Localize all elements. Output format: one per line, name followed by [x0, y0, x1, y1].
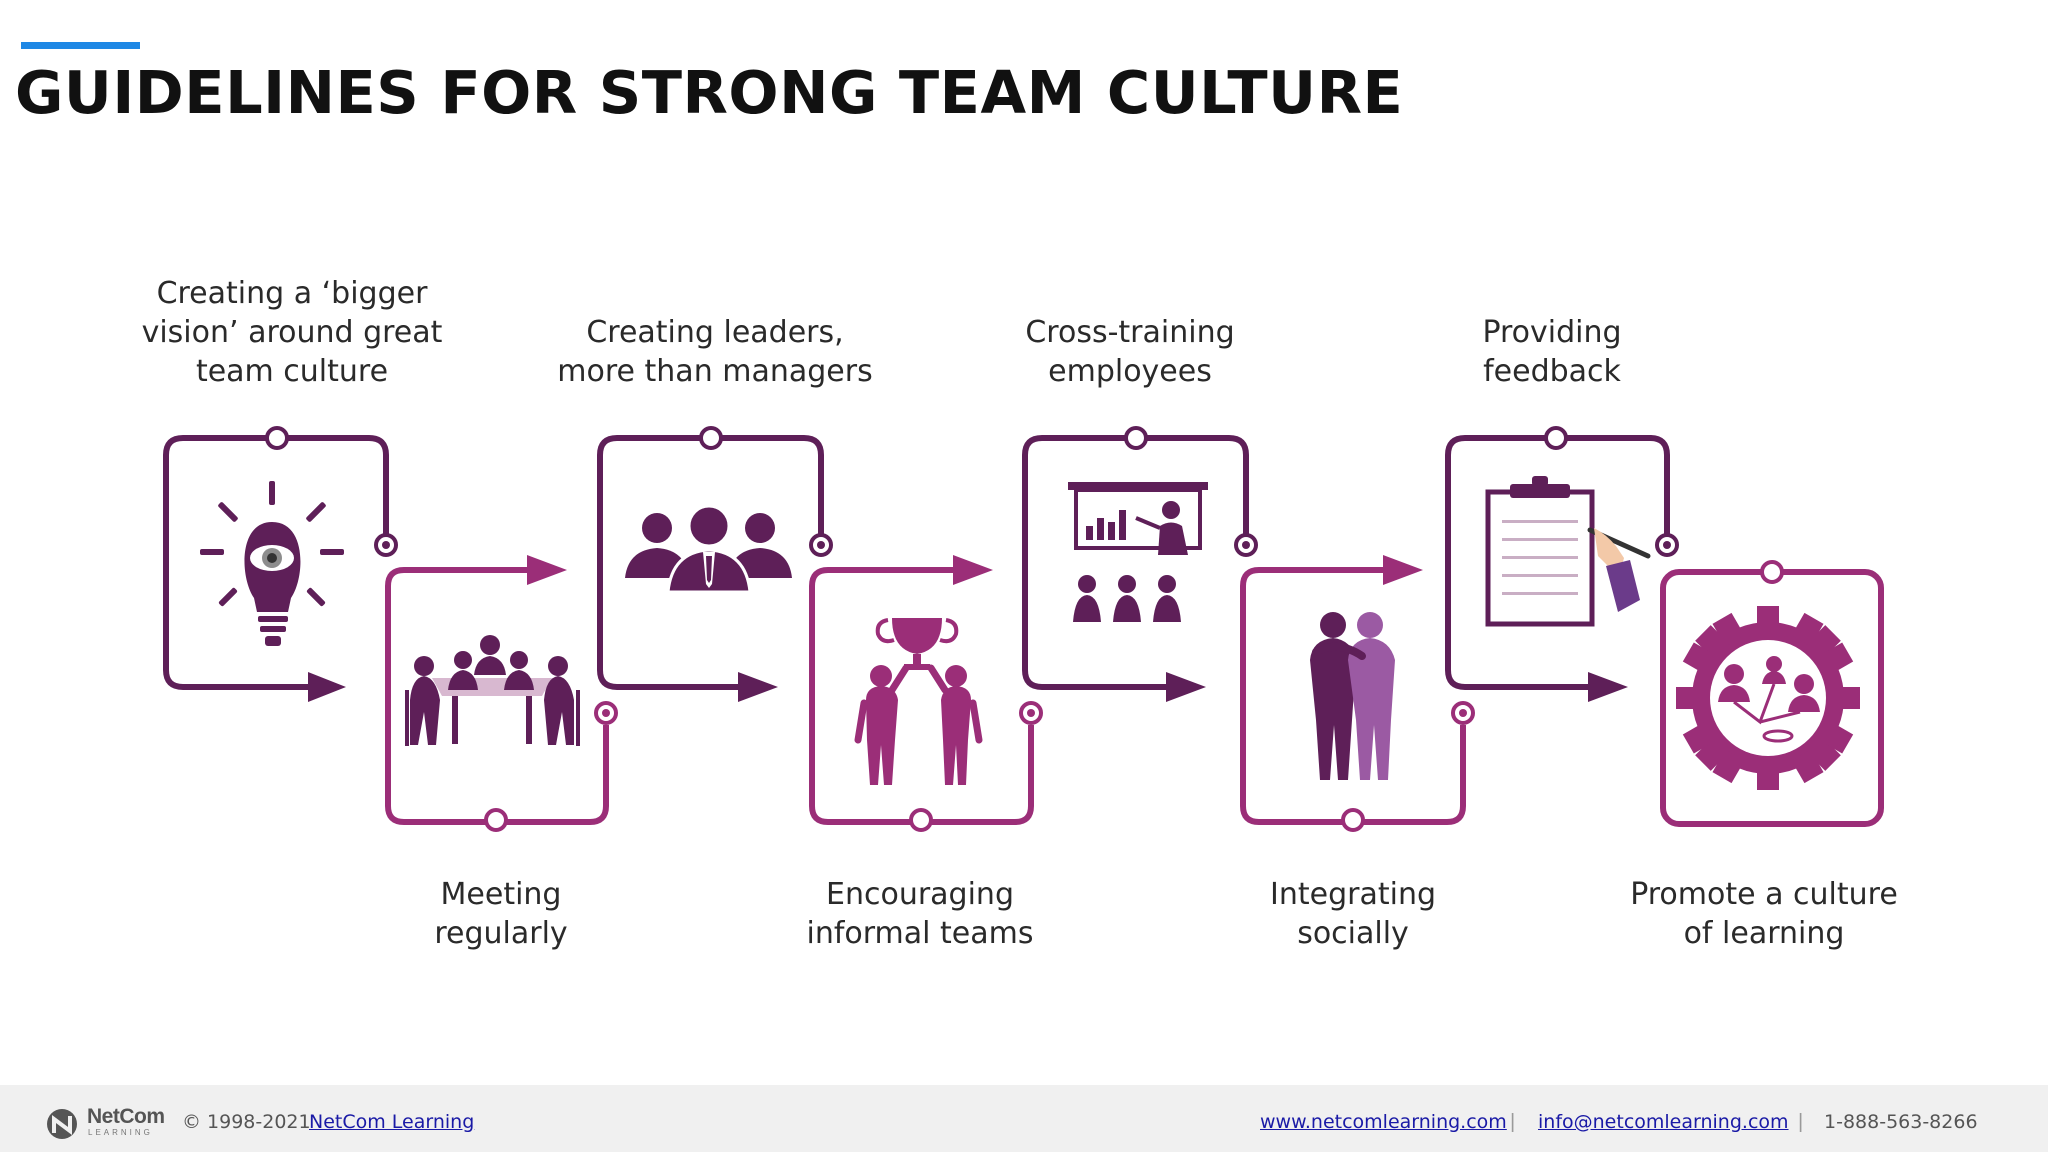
website-link[interactable]: www.netcomlearning.com — [1260, 1111, 1507, 1133]
step-3-node-top — [699, 426, 723, 450]
step-3-arrow — [738, 672, 778, 702]
step-5-label-line-2: employees — [1048, 354, 1212, 389]
friends-embrace-icon — [1310, 612, 1395, 780]
step-1-node-dot — [382, 541, 390, 549]
step-5-label: Cross-training employees — [960, 313, 1300, 391]
step-1-label-line-3: team culture — [195, 354, 389, 389]
logo-name: NetCom — [87, 1105, 165, 1128]
step-4-label-line-2: informal teams — [806, 916, 1034, 951]
step-6-label-line-2: socially — [1297, 916, 1409, 951]
footer-bar: NetCom LEARNING © 1998-2021 NetCom Learn… — [0, 1085, 2048, 1152]
step-7-node-top — [1544, 426, 1568, 450]
company-link[interactable]: NetCom Learning — [309, 1111, 475, 1133]
step-4-arrow — [953, 555, 993, 585]
meeting-table-icon — [405, 635, 580, 746]
step-1-label-line-1: Creating a ‘bigger — [156, 276, 428, 311]
step-2-label-line-2: regularly — [434, 916, 568, 951]
step-7-label: Providing feedback — [1382, 313, 1722, 391]
step-2-label: Meeting regularly — [331, 875, 671, 953]
step-2-label-line-1: Meeting — [440, 877, 562, 912]
step-5-node-dot — [1242, 541, 1250, 549]
step-4-label-line-1: Encouraging — [826, 877, 1014, 912]
netcom-logo-icon — [47, 1109, 77, 1139]
netcom-logo: NetCom LEARNING — [45, 1105, 165, 1141]
step-5-arrow — [1166, 672, 1206, 702]
step-1-arrow — [308, 672, 346, 702]
step-1-node-top — [265, 426, 289, 450]
step-2-arrow — [527, 555, 567, 585]
step-6-label-line-1: Integrating — [1270, 877, 1436, 912]
step-5-node-top — [1124, 426, 1148, 450]
step-5-frame — [1022, 435, 1249, 690]
step-7-frame — [1445, 435, 1670, 690]
step-7-arrow — [1588, 672, 1628, 702]
phone-number: 1-888-563-8266 — [1824, 1111, 1978, 1133]
step-8-label: Promote a culture of learning — [1594, 875, 1934, 953]
step-3-label-line-2: more than managers — [557, 354, 873, 389]
step-3-label: Creating leaders, more than managers — [545, 313, 885, 391]
step-6-arrow — [1383, 555, 1423, 585]
step-4-frame — [809, 567, 1034, 825]
trophy-team-icon — [854, 618, 983, 785]
step-7-label-line-1: Providing — [1482, 315, 1622, 350]
step-2-node-bottom — [484, 808, 508, 832]
email-link[interactable]: info@netcomlearning.com — [1538, 1111, 1789, 1133]
leaders-group-icon — [625, 504, 792, 594]
step-5-label-line-1: Cross-training — [1025, 315, 1235, 350]
step-3-node-dot — [817, 541, 825, 549]
step-4-label: Encouraging informal teams — [750, 875, 1090, 953]
step-8-node-top — [1760, 560, 1784, 584]
page-title: GUIDELINES FOR STRONG TEAM CULTURE — [15, 58, 1404, 127]
step-1-frame — [163, 435, 389, 690]
team-culture-diagram — [163, 426, 1884, 832]
logo-subtitle: LEARNING — [88, 1128, 153, 1137]
step-8-label-line-1: Promote a culture — [1630, 877, 1898, 912]
step-4-node-bottom — [909, 808, 933, 832]
step-1-label-line-2: vision’ around great — [141, 315, 443, 350]
step-2-node-dot — [602, 709, 610, 717]
title-accent-bar — [21, 42, 140, 49]
step-3-frame — [597, 435, 824, 690]
step-6-node-bottom — [1341, 808, 1365, 832]
footer-separator-2: | — [1798, 1111, 1804, 1133]
step-8-label-line-2: of learning — [1683, 916, 1845, 951]
clipboard-feedback-icon — [1485, 476, 1651, 627]
step-7-label-line-2: feedback — [1483, 354, 1621, 389]
step-4-node-dot — [1027, 709, 1035, 717]
presentation-training-icon — [1068, 482, 1208, 622]
step-3-label-line-1: Creating leaders, — [586, 315, 844, 350]
footer-separator-1: | — [1510, 1111, 1516, 1133]
step-7-node-dot — [1663, 541, 1671, 549]
step-6-node-dot — [1459, 709, 1467, 717]
step-1-label: Creating a ‘bigger vision’ around great … — [122, 274, 462, 391]
copyright-text: © 1998-2021 — [182, 1111, 311, 1133]
step-6-label: Integrating socially — [1183, 875, 1523, 953]
gear-people-icon — [1676, 606, 1860, 790]
lightbulb-eye-icon — [200, 481, 344, 646]
